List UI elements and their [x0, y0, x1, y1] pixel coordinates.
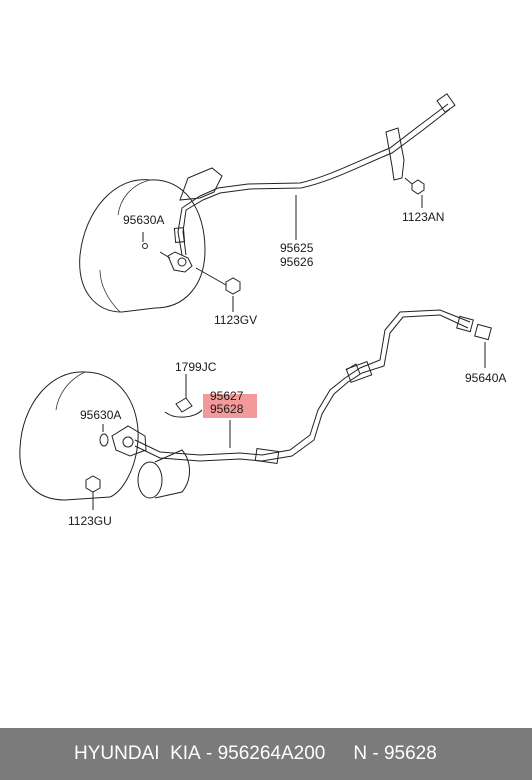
- top-brake-drum: [79, 179, 206, 313]
- label-95626: 95626: [280, 255, 314, 269]
- bottom-hub: [137, 449, 190, 499]
- bottom-sensor-wire-95627: [111, 309, 492, 465]
- footer-separator: -: [200, 743, 218, 764]
- label-95630A-bottom: 95630A: [80, 408, 121, 422]
- label-95627: 95627: [210, 389, 244, 403]
- part-info-footer: HYUNDAI KIA - 956264A200 N - 95628: [0, 728, 532, 780]
- footer-ref: N - 95628: [353, 743, 437, 764]
- top-bolts: [195, 177, 425, 295]
- label-1123GU: 1123GU: [68, 514, 112, 528]
- top-leader-lines: [142, 195, 423, 312]
- label-95628: 95628: [210, 402, 244, 416]
- bottom-leader-lines: [99, 342, 486, 448]
- top-bracket: [179, 127, 405, 201]
- bottom-clip-1799JC: [164, 397, 203, 418]
- label-95630A-top: 95630A: [123, 213, 164, 227]
- label-1123AN: 1123AN: [402, 210, 444, 224]
- bottom-brake-drum: [19, 371, 139, 501]
- label-1123GV: 1123GV: [214, 313, 257, 327]
- label-95625: 95625: [280, 241, 314, 255]
- highlight-95628: [203, 394, 257, 418]
- label-1799JC: 1799JC: [175, 360, 217, 374]
- top-sensor-wire-95625: [159, 93, 456, 273]
- bottom-bolt-1123GU: [85, 475, 101, 510]
- parts-diagram: 95630A 95625 95626 1123AN 1123GV: [19, 93, 506, 528]
- footer-brand: HYUNDAI KIA: [74, 743, 201, 764]
- footer-part-number: 956264A200: [217, 743, 326, 764]
- label-95640A: 95640A: [465, 371, 506, 385]
